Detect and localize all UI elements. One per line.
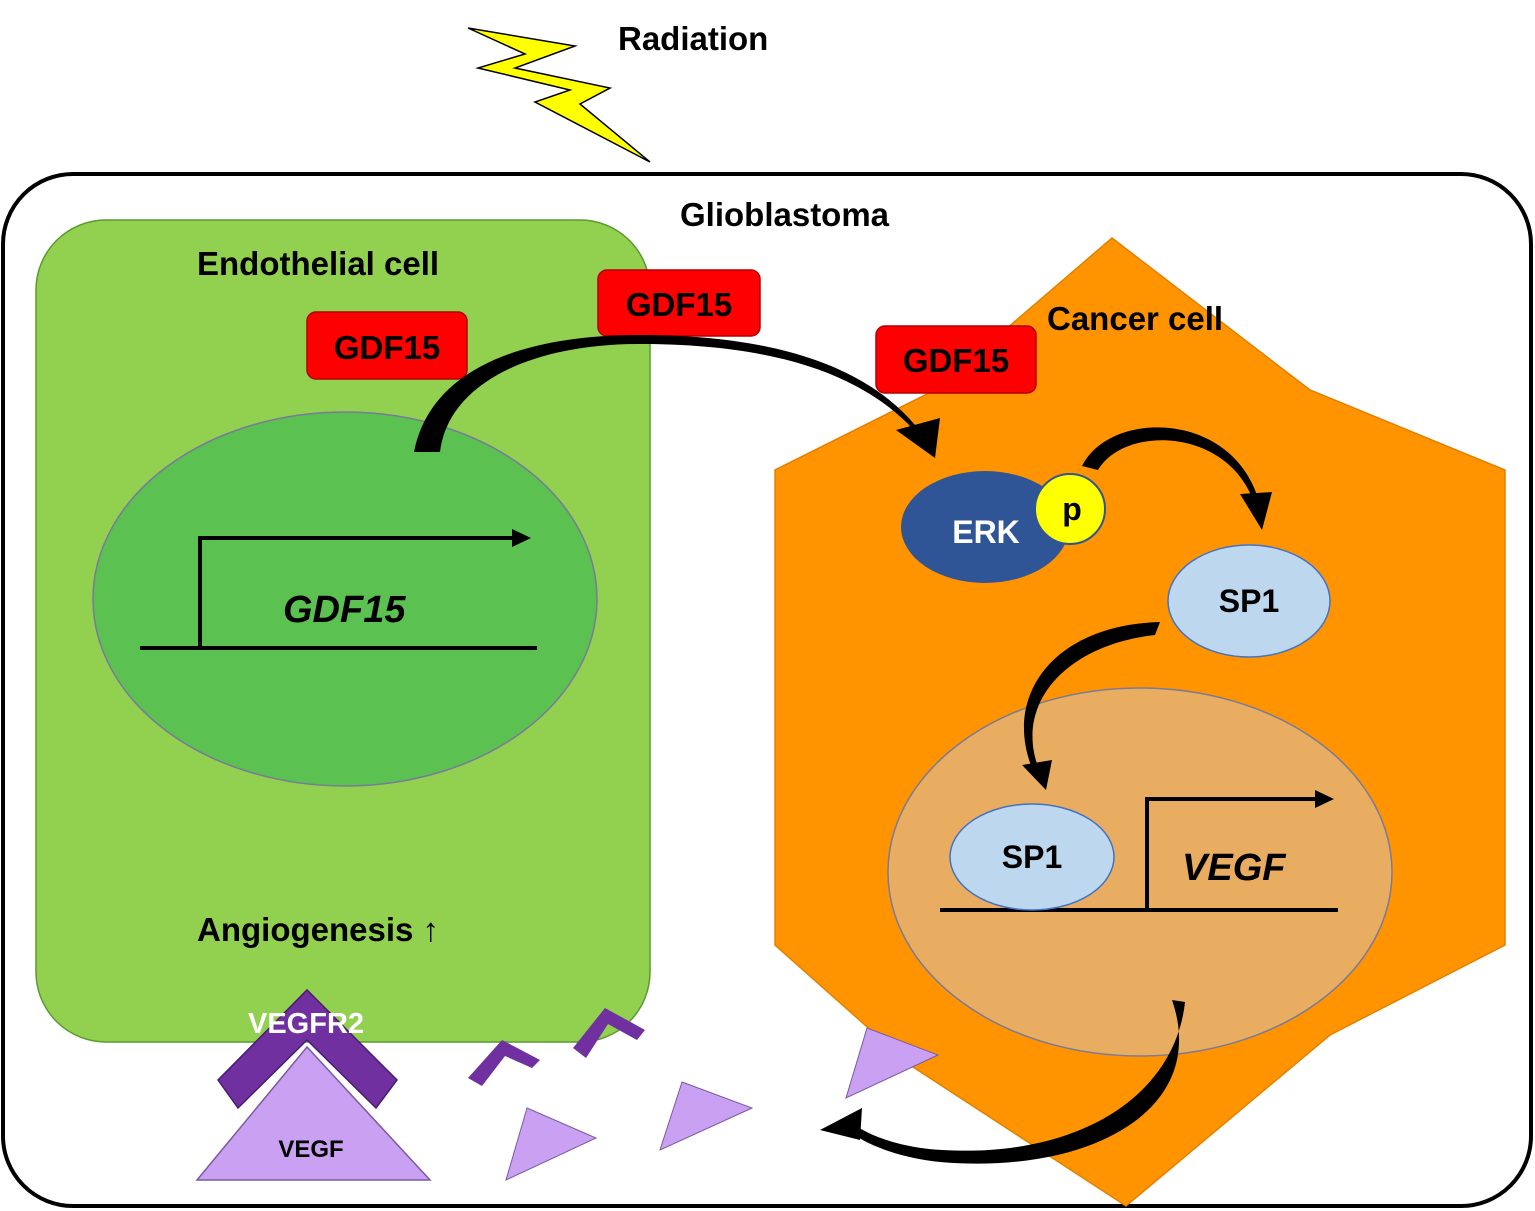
gdf15-secretion-arrowhead-icon: [896, 418, 940, 458]
sp1-cytoplasm: [1167, 544, 1331, 658]
erk-to-sp1-arrowhead-icon: [1240, 492, 1272, 530]
vegf-promoter-arrow: [1145, 797, 1318, 910]
gdf15-box-endothelial: [306, 311, 468, 380]
vegfr2-receptor: [217, 988, 398, 1110]
erk-label: ERK: [952, 514, 1020, 550]
radiation-bolt-icon: [467, 27, 651, 163]
angiogenesis-label: Angiogenesis ↑: [197, 911, 439, 948]
sp1-nucleus-label: SP1: [1002, 839, 1062, 875]
phospho-badge: [1034, 473, 1106, 545]
vegf-free-icon: [659, 1081, 754, 1151]
sp1-translocation-arrow: [1023, 622, 1160, 775]
sp1-translocation-arrowhead-icon: [1022, 760, 1052, 790]
vegf-promoter-arrowhead-icon: [1315, 790, 1334, 808]
cancer-cell-label: Cancer cell: [1047, 300, 1223, 337]
gdf15-promoter-arrowhead-icon: [512, 529, 531, 547]
gdf15-box-cancer: [875, 325, 1037, 394]
erk-to-sp1-arrow: [1082, 427, 1258, 500]
sp1-nucleus: [949, 803, 1115, 911]
vegf-free-icon: [505, 1107, 598, 1181]
phospho-label: p: [1062, 491, 1082, 527]
gdf15-secreted-label: GDF15: [626, 286, 732, 323]
vegf-ligand-bound: [195, 1045, 432, 1181]
sp1-cytoplasm-label: SP1: [1219, 583, 1279, 619]
erk: [901, 471, 1069, 583]
vegf-gene-label: VEGF: [1182, 847, 1287, 889]
endothelial-cell-label: Endothelial cell: [197, 245, 439, 282]
vegfr2-label: VEGFR2: [248, 1008, 364, 1040]
cancer-nucleus: [887, 687, 1393, 1057]
vegf-release-arrow: [845, 1000, 1185, 1164]
endothelial-nucleus: [92, 411, 598, 787]
vegf-release-arrowhead-icon: [820, 1108, 862, 1140]
vegfr2-fragment-icon: [468, 1040, 540, 1086]
gdf15-cancer-label: GDF15: [903, 342, 1009, 379]
vegf-ligand-label: VEGF: [278, 1136, 343, 1163]
glioblastoma-label: Glioblastoma: [680, 196, 890, 233]
gdf15-endothelial-label: GDF15: [334, 329, 440, 366]
radiation-label: Radiation: [618, 20, 768, 57]
gdf15-promoter-arrow: [198, 536, 515, 648]
gdf15-gene-label: GDF15: [283, 589, 406, 631]
vegf-free-icon: [845, 1027, 940, 1099]
vegfr2-fragment-icon: [573, 1008, 645, 1058]
